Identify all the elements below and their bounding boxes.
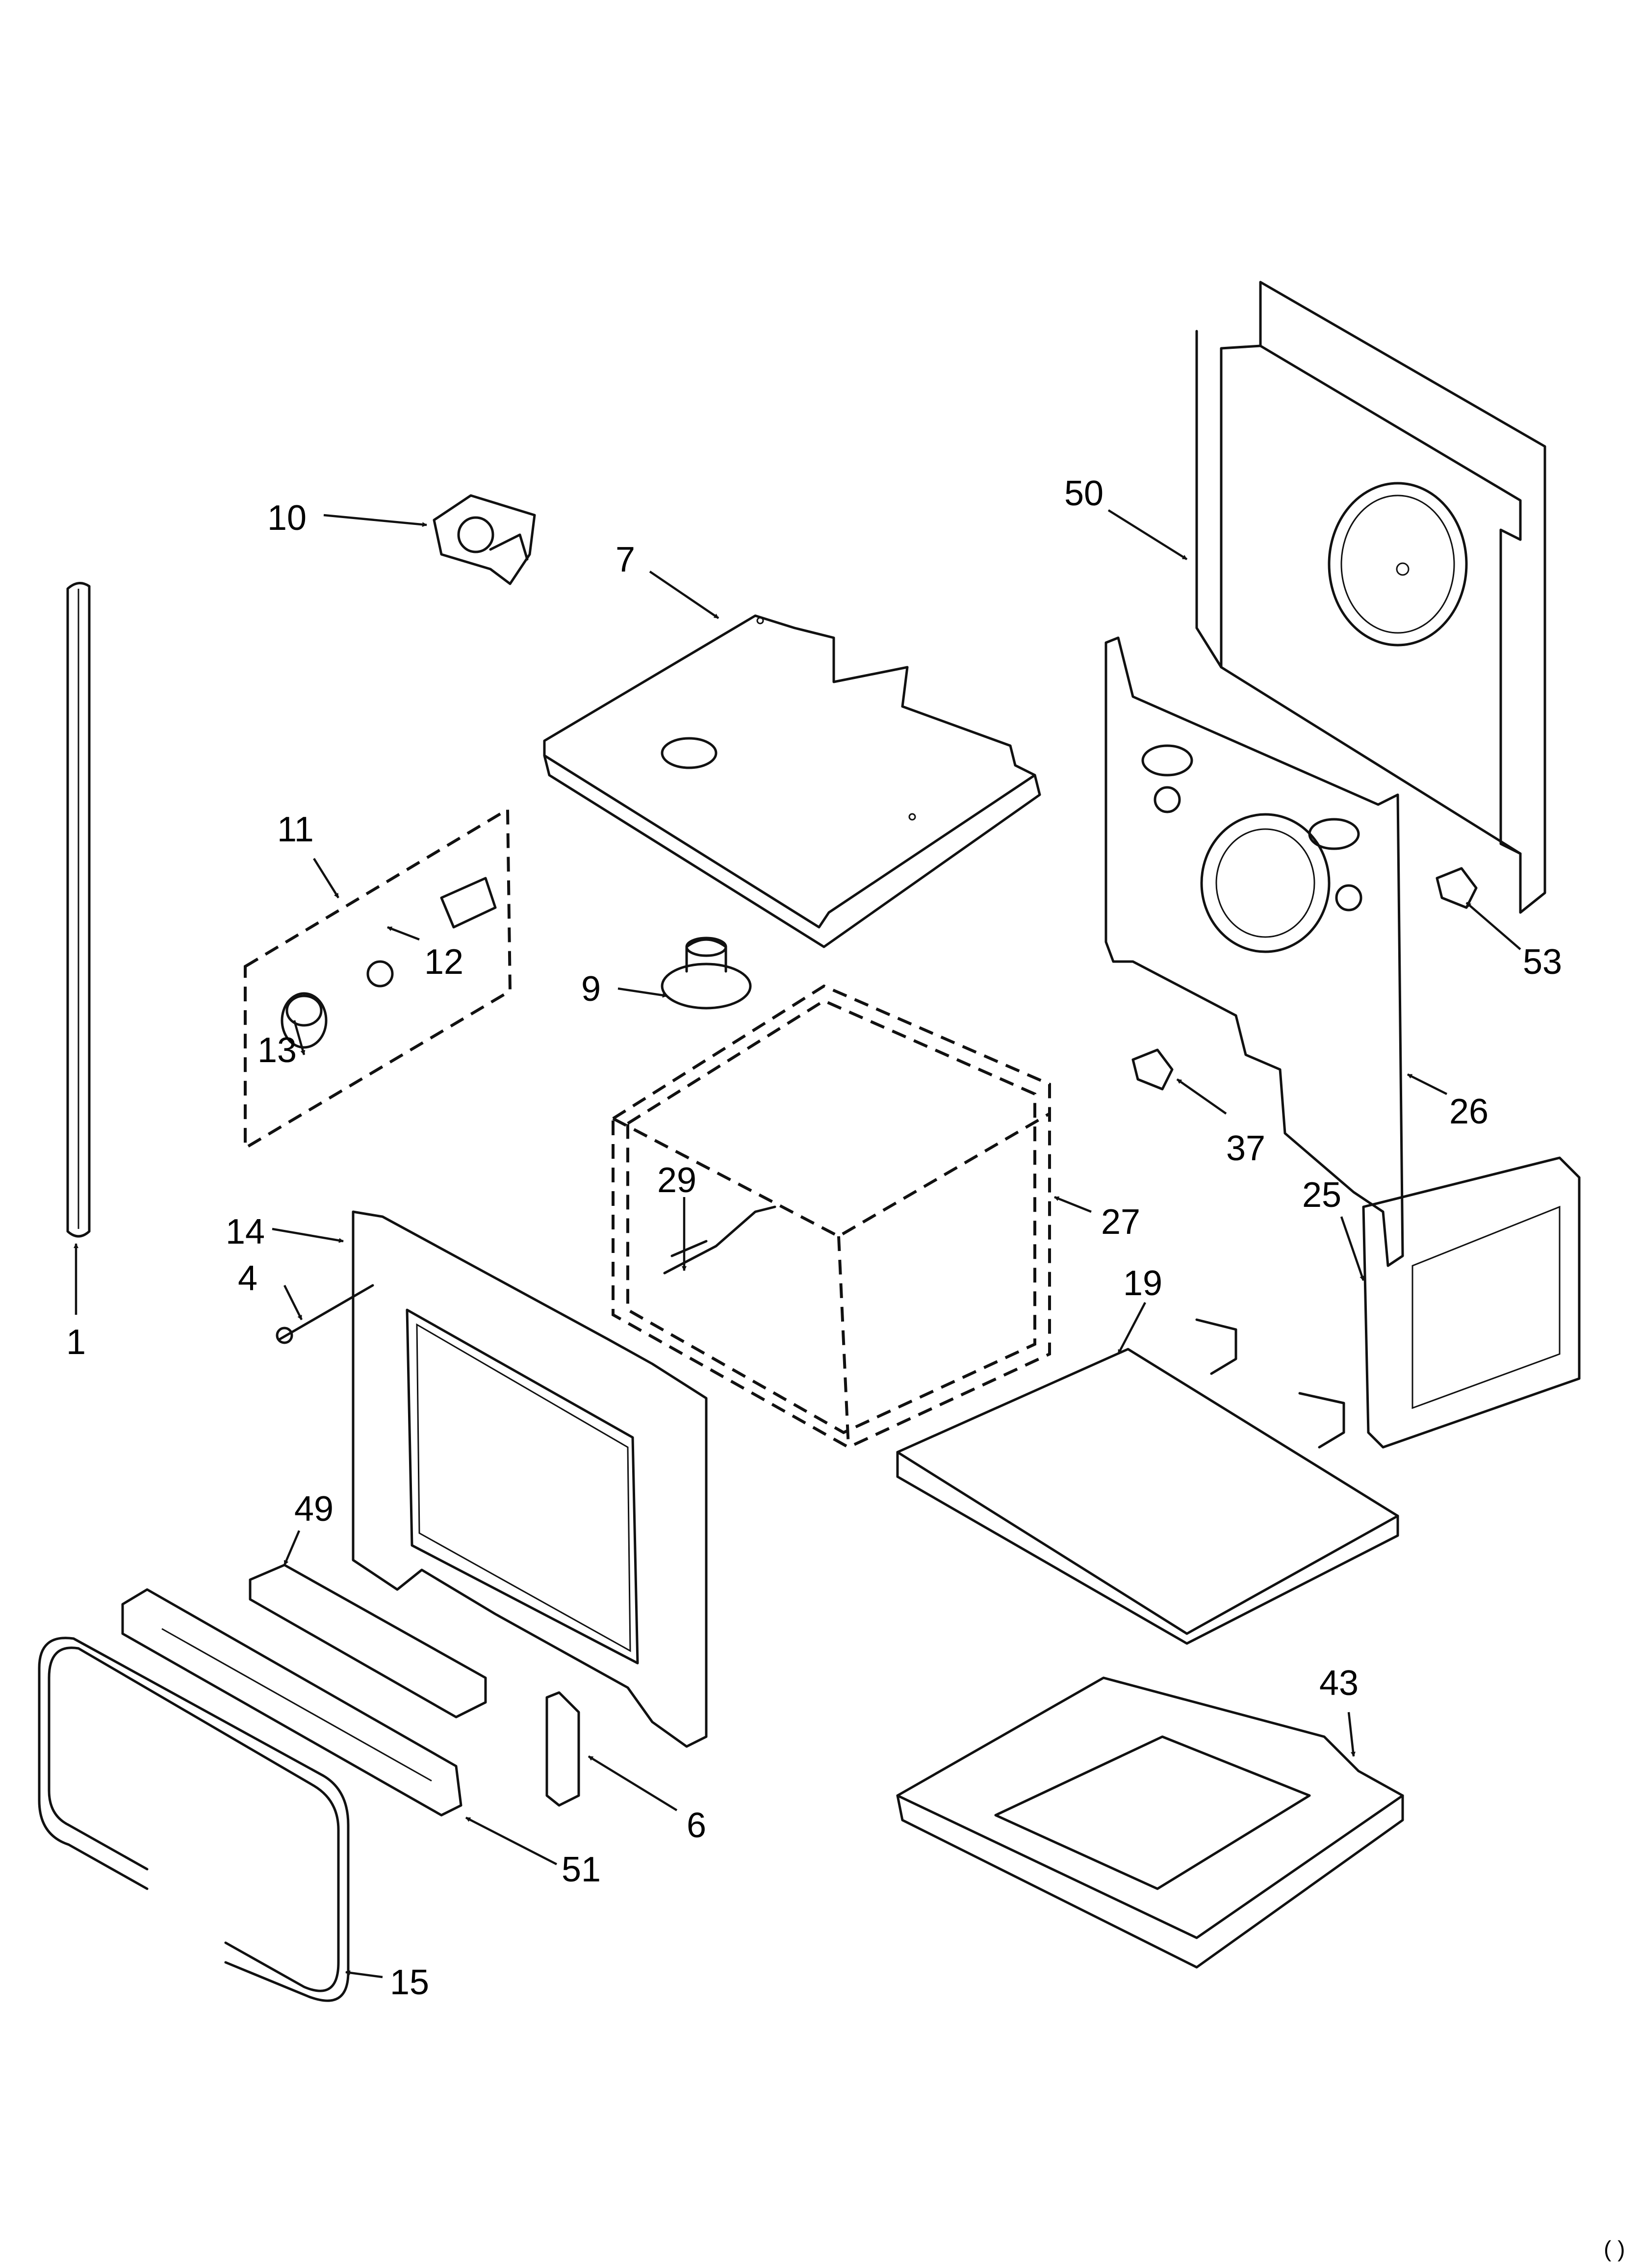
part-53-clip [1436,867,1478,909]
part-1-trim-rod [66,582,91,1238]
part-10-bracket [433,494,536,585]
label-part-53: 53 [1523,942,1562,982]
label-part-27: 27 [1101,1202,1140,1242]
label-part-11: 11 [277,810,314,849]
part-29-probe [663,1205,776,1275]
label-part-50: 50 [1064,474,1103,513]
label-part-10: 10 [267,498,307,538]
part-6-bracket [545,1691,580,1807]
label-part-12: 12 [424,942,463,982]
label-part-14: 14 [226,1212,265,1251]
part-50-back-panel [1195,281,1546,914]
label-part-29: 29 [657,1161,696,1200]
label-part-43: 43 [1319,1664,1359,1703]
label-part-13: 13 [257,1031,297,1070]
label-part-26: 26 [1449,1092,1488,1131]
part-43-drawer-pan [896,1676,1404,1969]
label-part-25: 25 [1302,1175,1341,1215]
part-9-sensor [661,937,752,1010]
label-part-6: 6 [687,1806,706,1845]
label-part-19: 19 [1123,1264,1162,1303]
part-14-front-frame [352,1210,708,1748]
label-part-37: 37 [1226,1129,1265,1168]
footer-code: ( ) [1604,2236,1625,2262]
leader-lines [74,509,1521,1979]
label-part-15: 15 [390,1963,429,2002]
part-25-side-panel [1362,1156,1581,1449]
part-26-rear-panel [1104,636,1404,1267]
part-11-group [244,807,512,1151]
part-51-vent-trim [121,1588,462,1817]
part-7-top-plate [543,614,1041,948]
label-part-9: 9 [581,969,601,1009]
part-37-clip [1131,1048,1174,1091]
label-part-7: 7 [616,540,635,579]
label-part-1: 1 [66,1323,86,1362]
part-labels: 1 10 7 50 53 26 37 9 11 12 13 29 27 19 2… [66,474,1562,2002]
part-27-oven-liner [612,984,1051,1449]
label-part-49: 49 [294,1489,334,1529]
part-4-screw [276,1284,374,1344]
label-part-51: 51 [562,1850,601,1889]
label-part-4: 4 [238,1259,257,1298]
part-19-bottom-plate [896,1318,1399,1645]
part-15-gasket [38,1637,350,2002]
